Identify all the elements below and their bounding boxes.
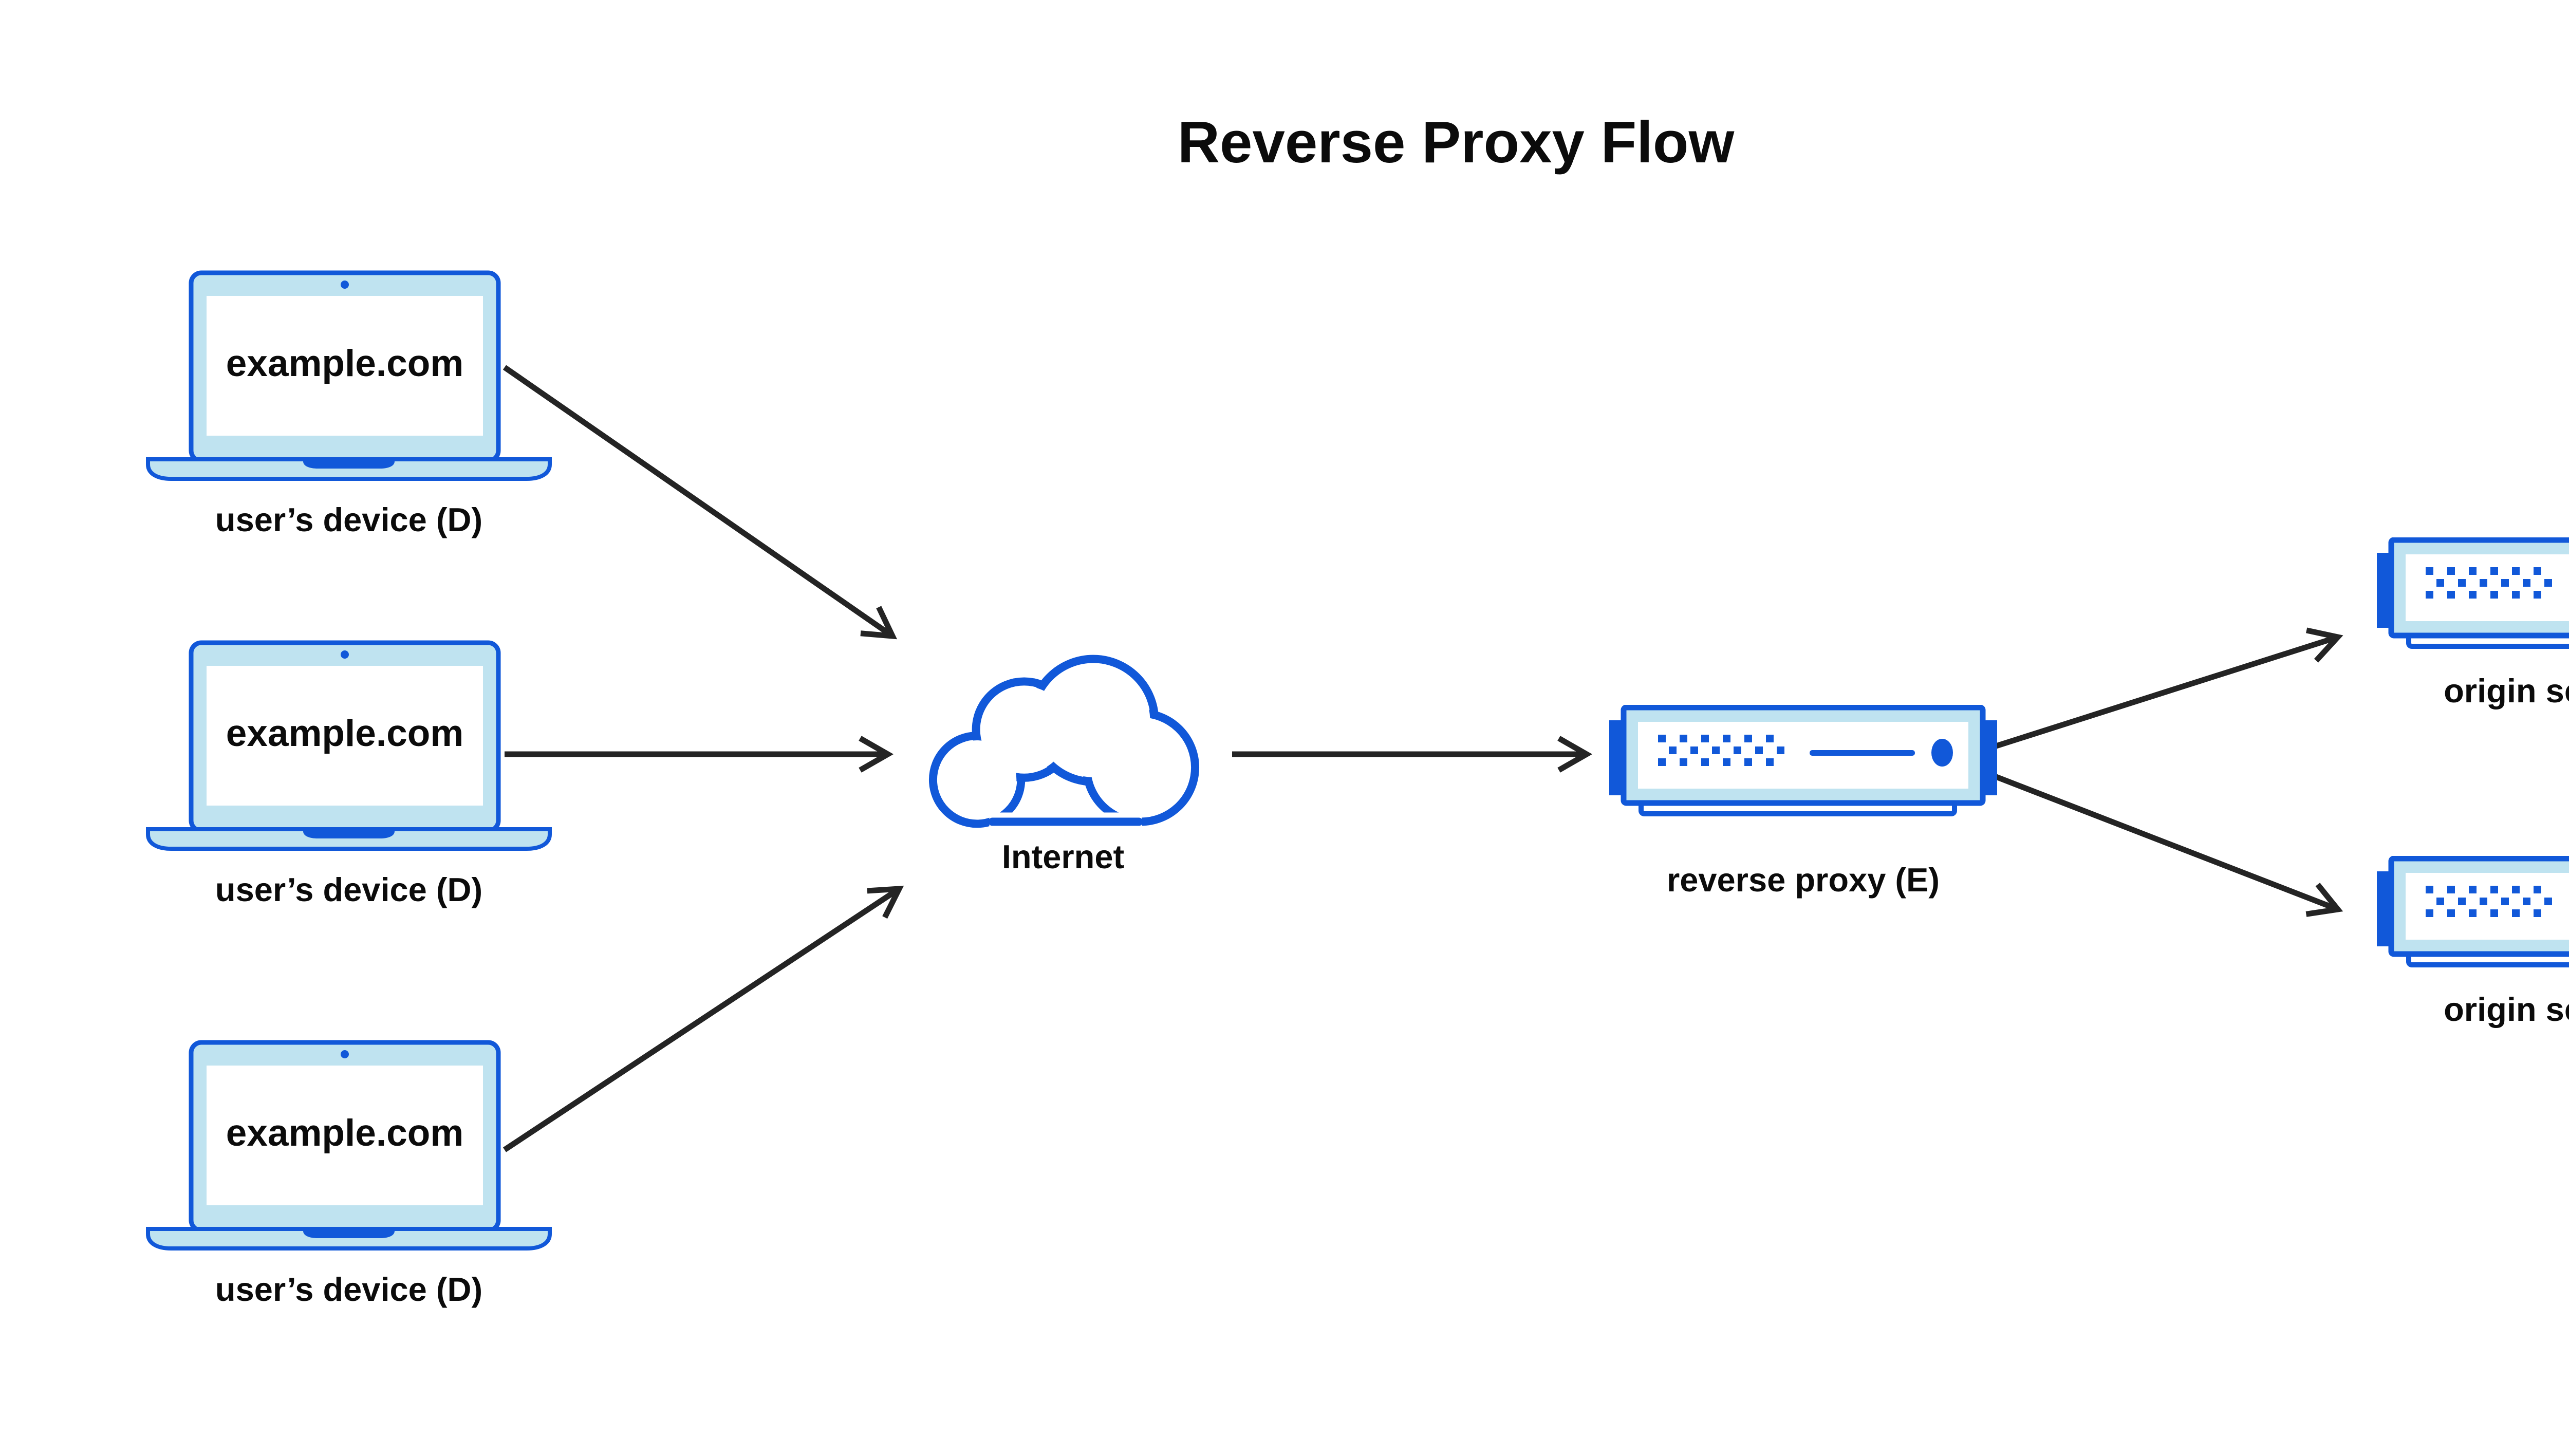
internet-label: Internet — [1001, 838, 1125, 875]
device-screen-url: example.com — [226, 713, 464, 754]
node-reverse-proxy: reverse proxy (E) — [1609, 705, 1997, 921]
device-label: user’s device (D) — [215, 871, 483, 908]
node-user-device-3: example.com user’s device (D) — [146, 1040, 552, 1348]
arrow-proxy-to-origin2 — [1995, 774, 2343, 917]
arrow-proxy-to-origin1 — [1995, 627, 2343, 749]
node-internet: Internet — [922, 654, 1204, 910]
node-origin-server-2: origin server (F) — [2377, 856, 2569, 1072]
node-user-device-1: example.com user’s device (D) — [146, 270, 552, 578]
reverse-proxy-label: reverse proxy (E) — [1666, 861, 1940, 899]
node-user-device-2: example.com user’s device (D) — [146, 640, 552, 948]
origin-server-label: origin server (F) — [2444, 991, 2569, 1028]
arrow-device3-to-internet — [502, 885, 904, 1152]
server-icon — [2377, 856, 2569, 972]
node-origin-server-1: origin server (F) — [2377, 537, 2569, 753]
page-title: Reverse Proxy Flow — [1177, 110, 1735, 175]
device-screen-url: example.com — [226, 343, 464, 384]
server-icon — [1609, 705, 1997, 820]
arrow-device1-to-internet — [502, 365, 898, 640]
origin-server-label: origin server (F) — [2444, 672, 2569, 710]
device-screen-url: example.com — [226, 1112, 464, 1154]
device-label: user’s device (D) — [215, 1271, 483, 1308]
server-icon — [2377, 537, 2569, 653]
cloud-icon — [922, 654, 1204, 828]
device-label: user’s device (D) — [215, 501, 483, 538]
